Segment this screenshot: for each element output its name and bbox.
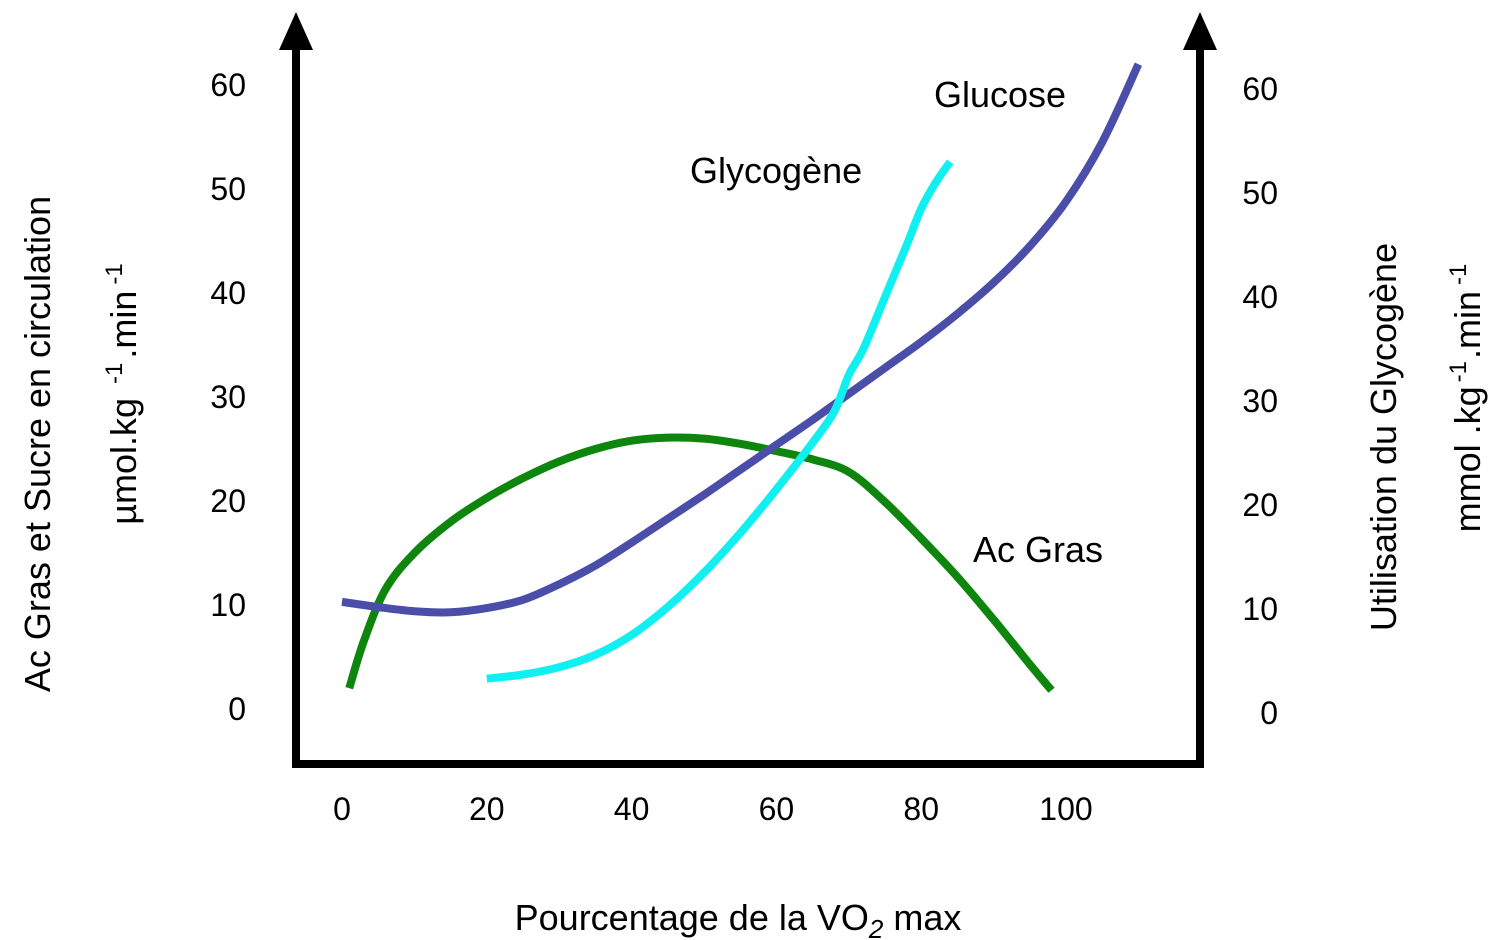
left-y-units-sup2: -1 xyxy=(101,263,128,284)
left-y-tick-label: 60 xyxy=(210,67,246,103)
right-y-axis-title-line1: Utilisation du Glycogène xyxy=(1363,243,1404,631)
series-lines xyxy=(341,62,1143,693)
right-y-tick-label: 20 xyxy=(1242,487,1278,523)
x-axis-title-subscript: 2 xyxy=(868,914,884,940)
left-y-units-a: µmol.kg xyxy=(103,398,144,525)
left-y-axis-title-line2: µmol.kg -1 .min -1 xyxy=(101,263,144,524)
right-y-tick-label: 40 xyxy=(1242,279,1278,315)
right-y-tick-label: 10 xyxy=(1242,591,1278,627)
left-y-axis-title-line1: Ac Gras et Sucre en circulation xyxy=(17,196,58,692)
axes xyxy=(279,12,1217,768)
x-tick-label: 40 xyxy=(614,791,650,827)
left-y-tick-label: 0 xyxy=(228,691,246,727)
left-y-tick-label: 50 xyxy=(210,171,246,207)
right-y-tick-label: 0 xyxy=(1260,695,1278,731)
x-tick-label: 80 xyxy=(903,791,939,827)
right-y-units-b: .min xyxy=(1447,291,1488,359)
right-y-tick-label: 60 xyxy=(1242,71,1278,107)
left-y-tick-label: 30 xyxy=(210,379,246,415)
series-label-acgras: Ac Gras xyxy=(973,529,1103,570)
x-tick-label: 0 xyxy=(333,791,351,827)
x-axis-title-main: Pourcentage de la VO xyxy=(515,897,869,938)
x-tick-label: 20 xyxy=(469,791,505,827)
series-line-glycogene xyxy=(486,159,954,683)
x-axis-title-tail: max xyxy=(883,897,961,938)
right-y-axis-arrow xyxy=(1183,12,1217,50)
x-tick-label: 60 xyxy=(759,791,795,827)
x-tick-label: 100 xyxy=(1039,791,1092,827)
right-y-units-sup1: -1 xyxy=(1445,361,1472,382)
right-y-tick-label: 50 xyxy=(1242,175,1278,211)
series-label-glycogene: Glycogène xyxy=(690,150,862,191)
right-y-tick-label: 30 xyxy=(1242,383,1278,419)
x-tick-labels: 0 20 40 60 80 100 xyxy=(333,791,1093,827)
right-y-axis-title-line2: mmol .kg-1.min-1 xyxy=(1445,264,1488,533)
x-axis-title: Pourcentage de la VO2 max xyxy=(515,897,962,940)
right-y-units-a: mmol .kg xyxy=(1447,386,1488,532)
right-y-units-sup2: -1 xyxy=(1445,264,1472,285)
right-y-tick-labels: 0 10 20 30 40 50 60 xyxy=(1242,71,1278,731)
left-y-tick-label: 20 xyxy=(210,483,246,519)
left-y-units-sup1: -1 xyxy=(101,363,128,384)
left-y-units-b: .min xyxy=(103,291,144,359)
left-y-tick-labels: 0 10 20 30 40 50 60 xyxy=(210,67,246,727)
left-y-tick-label: 10 xyxy=(210,587,246,623)
series-line-ac-gras xyxy=(345,433,1055,693)
left-y-tick-label: 40 xyxy=(210,275,246,311)
left-y-axis-arrow xyxy=(279,12,313,50)
series-line-glucose xyxy=(341,62,1143,617)
series-label-glucose: Glucose xyxy=(934,74,1066,115)
